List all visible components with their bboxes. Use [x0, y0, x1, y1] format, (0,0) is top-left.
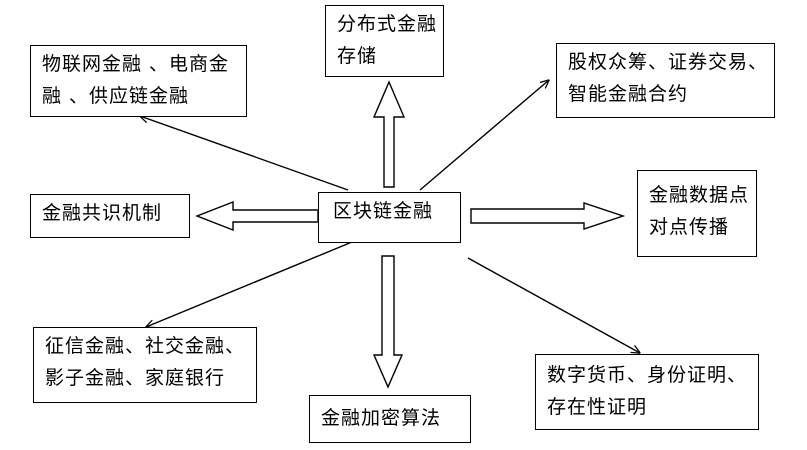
node-iot-ecommerce-supplychain: 物联网金融 、电商金 融 、供应链金融 [30, 45, 247, 117]
arrow-to-equity [419, 80, 549, 191]
iot-line-1: 物联网金融 、电商金 [42, 53, 230, 75]
block-arrow-up-storage [372, 80, 406, 188]
currency-line-1: 数字货币、身份证明、 [547, 364, 748, 386]
center-label-line-1: 区块链金融 [333, 200, 434, 222]
node-distributed-storage: 分布式金融 存储 [325, 5, 444, 77]
consensus-line-1: 金融共识机制 [42, 202, 163, 224]
equity-line-1: 股权众筹、证券交易、 [568, 51, 769, 73]
node-consensus-mechanism: 金融共识机制 [30, 194, 190, 238]
currency-line-2: 存在性证明 [547, 396, 648, 418]
arrow-to-iot [140, 116, 349, 191]
storage-line-1: 分布式金融 [337, 13, 438, 35]
block-arrow-down-crypto [372, 255, 404, 389]
node-p2p-data-transmission: 金融数据点 对点传播 [637, 170, 757, 257]
node-equity-securities-contracts: 股权众筹、证券交易、 智能金融合约 [556, 43, 775, 118]
center-box: 区块链金融 [318, 192, 461, 243]
node-crypto-algorithm: 金融加密算法 [309, 395, 471, 443]
block-arrow-right-p2p [470, 202, 626, 230]
credit-line-1: 征信金融、社交金融、 [45, 335, 246, 357]
credit-line-2: 影子金融、家庭银行 [45, 367, 226, 389]
arrow-to-credit [146, 241, 353, 327]
p2p-line-2: 对点传播 [649, 216, 730, 238]
storage-line-2: 存储 [337, 45, 378, 67]
arrow-to-currency [467, 257, 640, 353]
block-arrow-left-consensus [195, 200, 319, 232]
node-credit-social-shadow-family: 征信金融、社交金融、 影子金融、家庭银行 [33, 327, 257, 403]
crypto-line-1: 金融加密算法 [321, 407, 442, 429]
equity-line-2: 智能金融合约 [568, 83, 689, 105]
iot-line-2: 融 、供应链金融 [42, 85, 190, 107]
p2p-line-1: 金融数据点 [649, 184, 750, 206]
node-digital-currency-identity: 数字货币、身份证明、 存在性证明 [535, 354, 759, 430]
